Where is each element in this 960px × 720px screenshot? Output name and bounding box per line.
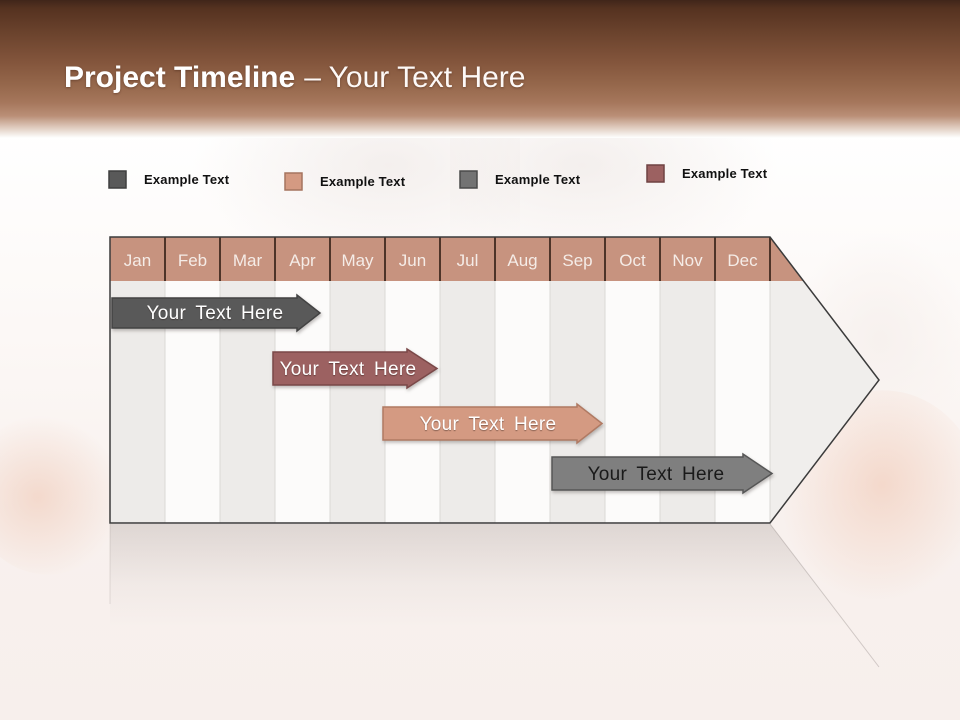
timeline-bar-shape — [382, 402, 604, 445]
timeline-bar-label: Your Text Here — [147, 303, 284, 324]
month-label: Sep — [562, 251, 592, 270]
month-label: Dec — [727, 251, 758, 270]
header-separators — [164, 237, 771, 281]
month-label: May — [341, 251, 374, 270]
legend-label: Example Text — [682, 166, 768, 181]
legend-item[interactable]: Example Text — [646, 164, 767, 183]
legend-label: Example Text — [144, 172, 230, 187]
legend-swatch-icon — [284, 172, 303, 191]
month-label: Mar — [233, 251, 263, 270]
timeline-chart: Jan Feb Mar Apr May Jun Jul Aug Sep Oct … — [109, 236, 880, 524]
timeline-bar-1[interactable]: Your Text Here — [111, 293, 322, 333]
month-labels: Jan Feb Mar Apr May Jun Jul Aug Sep Oct … — [124, 251, 758, 270]
timeline-arrow-outline — [109, 236, 880, 524]
month-label: Apr — [289, 251, 316, 270]
slide-title-main: Project Timeline — [64, 61, 296, 94]
month-label: Jun — [399, 251, 426, 270]
timeline-bar-2[interactable]: Your Text Here — [272, 347, 439, 390]
legend-item[interactable]: Example Text — [108, 170, 229, 189]
timeline-bar-shape — [272, 347, 439, 390]
timeline-bar-label: Your Text Here — [420, 414, 557, 435]
month-label: Aug — [507, 251, 537, 270]
month-label: Jan — [124, 251, 151, 270]
legend-swatch-icon — [646, 164, 665, 183]
month-label: Oct — [619, 251, 646, 270]
timeline-reflection — [109, 524, 880, 694]
timeline-bar-4[interactable]: Your Text Here — [551, 452, 774, 495]
slide-title-placeholder: – Your Text Here — [304, 61, 526, 94]
timeline-bar-shape — [551, 452, 774, 495]
month-header-band — [110, 237, 879, 281]
timeline-bar-shape — [111, 293, 322, 333]
timeline-grid — [110, 237, 879, 523]
legend-item[interactable]: Example Text — [284, 172, 405, 191]
timeline-bar-label: Your Text Here — [588, 464, 725, 485]
legend-swatch-icon — [108, 170, 127, 189]
month-label: Nov — [672, 251, 703, 270]
legend-item[interactable]: Example Text — [459, 170, 580, 189]
timeline-bar-3[interactable]: Your Text Here — [382, 402, 604, 445]
month-label: Feb — [178, 251, 207, 270]
legend-label: Example Text — [320, 174, 406, 189]
legend-swatch-icon — [459, 170, 478, 189]
timeline-bar-label: Your Text Here — [280, 359, 417, 380]
slide-title[interactable]: Project Timeline– Your Text Here — [64, 61, 525, 95]
month-label: Jul — [457, 251, 479, 270]
header-band: Project Timeline– Your Text Here — [0, 0, 960, 138]
legend-label: Example Text — [495, 172, 581, 187]
